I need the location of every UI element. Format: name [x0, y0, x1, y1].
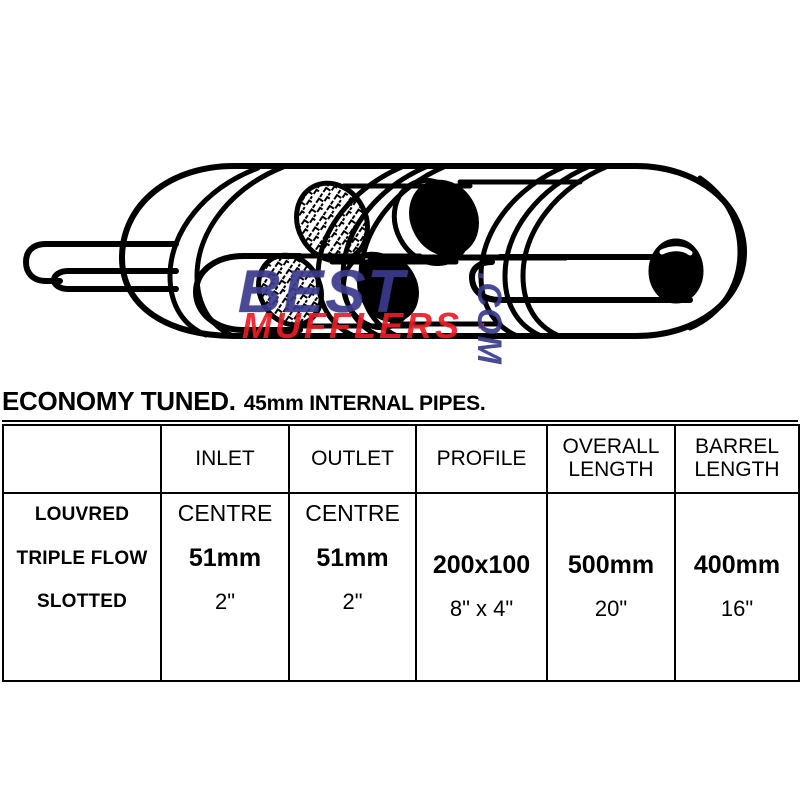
header-label-barrel-line2: LENGTH	[694, 458, 780, 481]
header-cell-profile: PROFILE	[415, 424, 548, 494]
table-body-row: LOUVRED TRIPLE FLOW SLOTTED CENTRE 51mm …	[2, 492, 800, 682]
header-label-barrel-line1: BARREL	[694, 435, 780, 459]
overall-imperial: 20"	[594, 596, 628, 621]
cutaway-muffler-diagram	[0, 0, 800, 385]
inlet-imperial: 2"	[214, 589, 236, 614]
profile-metric: 200x100	[432, 551, 531, 579]
row-label-slotted: SLOTTED	[36, 591, 128, 612]
page-subtitle: 45mm INTERNAL PIPES.	[243, 392, 486, 415]
outlet-metric: 51mm	[316, 544, 389, 572]
page-title: ECONOMY TUNED.	[2, 386, 236, 416]
value-cell-inlet: CENTRE 51mm 2"	[160, 492, 290, 682]
header-label-overall-line2: LENGTH	[568, 458, 654, 481]
table-header-row: INLET OUTLET PROFILE OVERALL LENGTH BARR…	[2, 424, 800, 494]
row-label-louvred: LOUVRED	[34, 504, 130, 525]
overall-metric: 500mm	[567, 551, 655, 579]
barrel-metric: 400mm	[693, 551, 781, 579]
outlet-imperial: 2"	[342, 589, 363, 614]
row-label-cell: LOUVRED TRIPLE FLOW SLOTTED	[2, 492, 162, 682]
header-cell-overall-length: OVERALL LENGTH	[546, 424, 676, 494]
value-cell-barrel-length: 400mm 16"	[674, 492, 800, 682]
header-cell-blank	[2, 424, 162, 494]
header-label-inlet: INLET	[195, 446, 255, 470]
outlet-position: CENTRE	[305, 500, 400, 526]
barrel-imperial: 16"	[720, 596, 754, 621]
profile-imperial: 8" x 4"	[449, 596, 514, 621]
inlet-position: CENTRE	[177, 500, 273, 526]
header-cell-barrel-length: BARREL LENGTH	[674, 424, 800, 494]
value-cell-overall-length: 500mm 20"	[546, 492, 676, 682]
row-label-triple-flow: TRIPLE FLOW	[16, 548, 148, 569]
header-cell-inlet: INLET	[160, 424, 290, 494]
header-cell-outlet: OUTLET	[288, 424, 417, 494]
header-label-profile: PROFILE	[436, 446, 527, 470]
product-title-bar: ECONOMY TUNED. 45mm INTERNAL PIPES.	[2, 386, 798, 422]
specification-table: INLET OUTLET PROFILE OVERALL LENGTH BARR…	[2, 424, 800, 682]
value-cell-profile: 200x100 8" x 4"	[415, 492, 548, 682]
header-label-outlet: OUTLET	[311, 446, 394, 470]
header-label-overall-line1: OVERALL	[562, 435, 660, 459]
inlet-metric: 51mm	[188, 544, 262, 572]
value-cell-outlet: CENTRE 51mm 2"	[288, 492, 417, 682]
